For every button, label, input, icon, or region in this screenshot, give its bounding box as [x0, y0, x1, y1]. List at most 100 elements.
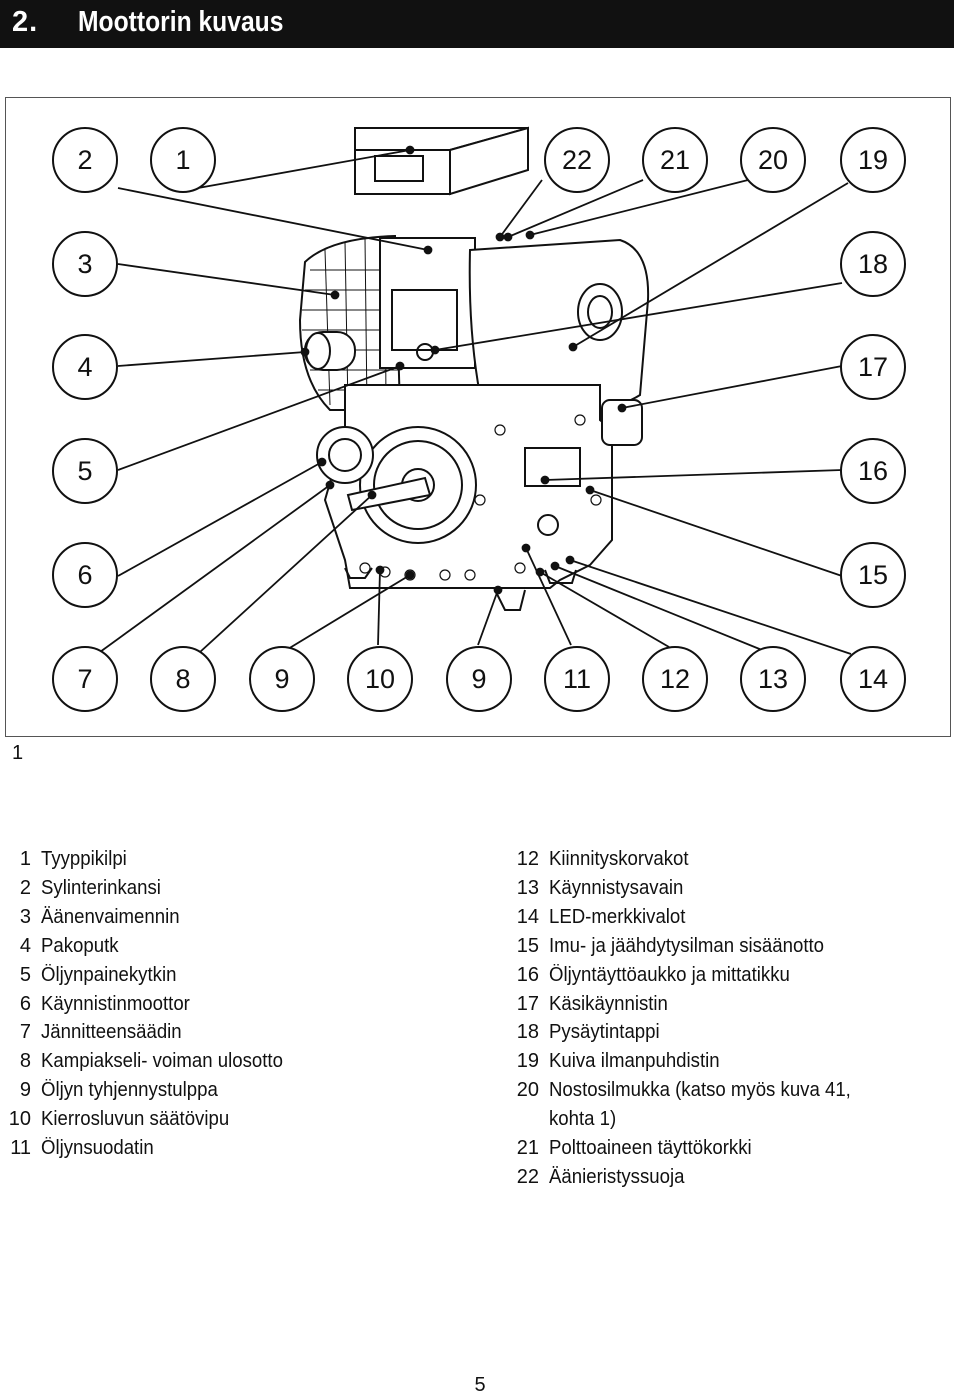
- legend-text: Öljynpainekytkin: [41, 963, 177, 986]
- legend-num: 15: [516, 934, 539, 957]
- legend-num: 20: [516, 1079, 539, 1102]
- callout-left-2: 4: [52, 334, 118, 400]
- legend-text: Nostosilmukka (katso myös kuva 41,: [549, 1079, 851, 1102]
- legend-num: 19: [516, 1050, 539, 1073]
- legend-item: 8 Kampiakseli- voiman ulosotto: [0, 1047, 301, 1076]
- legend-item: 5 Öljynpainekytkin: [0, 961, 301, 990]
- callout-right-2: 17: [840, 334, 906, 400]
- legend-num: 21: [516, 1137, 539, 1160]
- page-number: 5: [474, 1374, 486, 1396]
- callout-bottom-6: 11: [544, 646, 610, 712]
- legend-num: 9: [19, 1079, 31, 1102]
- legend-num: 22: [516, 1165, 539, 1188]
- legend-item: 16 Öljyntäyttöaukko ja mittatikku: [508, 961, 874, 990]
- callout-top-5: 20: [740, 127, 806, 193]
- callout-right-4: 15: [840, 542, 906, 608]
- legend-text: Kampiakseli- voiman ulosotto: [41, 1050, 283, 1073]
- callout-top-6: 19: [840, 127, 906, 193]
- legend-item: 12 Kiinnityskorvakot: [508, 845, 874, 874]
- legend-num: 5: [19, 963, 31, 986]
- legend-text: Öljynsuodatin: [41, 1137, 154, 1160]
- callout-left-4: 6: [52, 542, 118, 608]
- legend-text: Pysäytintappi: [549, 1021, 660, 1044]
- legend-text: Öljyntäyttöaukko ja mittatikku: [549, 963, 790, 986]
- legend-text: Kuiva ilmanpuhdistin: [549, 1050, 720, 1073]
- legend-item: 15 Imu- ja jäähdytysilman sisäänotto: [508, 932, 874, 961]
- legend-num: 14: [516, 905, 539, 928]
- legend-item: 1 Tyyppikilpi: [0, 845, 301, 874]
- legend-text: Sylinterinkansi: [41, 876, 161, 899]
- legend-text: Polttoaineen täyttökorkki: [549, 1137, 752, 1160]
- legend-num: 11: [10, 1137, 31, 1160]
- legend-text: Pakoputk: [41, 934, 119, 957]
- legend-num: 3: [19, 905, 31, 928]
- legend-text: Äänieristyssuoja: [549, 1165, 685, 1188]
- legend-item: 3 Äänenvaimennin: [0, 903, 301, 932]
- legend-item: 4 Pakoputk: [0, 932, 301, 961]
- legend-item: 21 Polttoaineen täyttökorkki: [508, 1134, 874, 1163]
- legend-text: Imu- ja jäähdytysilman sisäänotto: [549, 934, 825, 957]
- callout-left-3: 5: [52, 438, 118, 504]
- callout-right-1: 18: [840, 231, 906, 297]
- legend-text: Käynnistinmoottor: [41, 992, 190, 1015]
- legend-item: 10 Kierrosluvun säätövipu: [0, 1105, 301, 1134]
- callout-bottom-7: 12: [642, 646, 708, 712]
- legend-num: 12: [516, 848, 539, 870]
- legend-num: 10: [8, 1108, 31, 1131]
- legend-item: 9 Öljyn tyhjennystulppa: [0, 1076, 301, 1105]
- legend-item: 11 Öljynsuodatin: [0, 1134, 301, 1163]
- legend-item: 6 Käynnistinmoottor: [0, 990, 301, 1019]
- legend-item: 22 Äänieristyssuoja: [508, 1163, 874, 1192]
- legend-text: Tyyppikilpi: [41, 848, 127, 870]
- callout-top-2: 1: [150, 127, 216, 193]
- callout-right-3: 16: [840, 438, 906, 504]
- legend-item: kohta 1): [508, 1105, 874, 1134]
- legend-num: [508, 1105, 539, 1134]
- legend-text: kohta 1): [549, 1108, 617, 1131]
- legend-text: Käynnistysavain: [549, 876, 684, 899]
- legend-left: 1 Tyyppikilpi 2 Sylinterinkansi 3 Äänenvaim…: [0, 845, 301, 1163]
- legend-item: 13 Käynnistysavain: [508, 874, 874, 903]
- legend-item: 19 Kuiva ilmanpuhdistin: [508, 1047, 874, 1076]
- legend-text: Jännitteensäädin: [41, 1021, 182, 1044]
- legend-num: 4: [19, 934, 31, 957]
- legend-num: 17: [516, 992, 539, 1015]
- legend-item: 18 Pysäytintappi: [508, 1018, 874, 1047]
- figure-number: 1: [12, 742, 24, 764]
- legend-text: Äänenvaimennin: [41, 905, 180, 928]
- legend-num: 2: [19, 876, 31, 899]
- callout-bottom-8: 13: [740, 646, 806, 712]
- callout-bottom-1: 7: [52, 646, 118, 712]
- legend-item: 7 Jännitteensäädin: [0, 1018, 301, 1047]
- callout-bottom-9: 14: [840, 646, 906, 712]
- callout-left-1: 3: [52, 231, 118, 297]
- legend-text: Kiinnityskorvakot: [549, 848, 689, 870]
- legend-right: 12 Kiinnityskorvakot 13 Käynnistysavain 14…: [508, 845, 874, 1192]
- callout-bottom-3: 9: [249, 646, 315, 712]
- callout-bottom-5: 9: [446, 646, 512, 712]
- legend-num: 8: [19, 1050, 31, 1073]
- legend-item: 17 Käsikäynnistin: [508, 990, 874, 1019]
- callout-top-1: 2: [52, 127, 118, 193]
- legend-num: 18: [516, 1021, 539, 1044]
- legend-text: Öljyn tyhjennystulppa: [41, 1079, 218, 1102]
- section-header: 2. Moottorin kuvaus: [0, 0, 954, 48]
- callout-bottom-2: 8: [150, 646, 216, 712]
- legend-text: LED-merkkivalot: [549, 905, 686, 928]
- legend-num: 1: [19, 848, 31, 870]
- section-title: Moottorin kuvaus: [78, 6, 284, 38]
- callout-top-3: 22: [544, 127, 610, 193]
- callout-bottom-4: 10: [347, 646, 413, 712]
- legend-item: 20 Nostosilmukka (katso myös kuva 41,: [508, 1076, 874, 1105]
- callout-top-4: 21: [642, 127, 708, 193]
- legend-text: Kierrosluvun säätövipu: [41, 1108, 230, 1131]
- section-number: 2.: [12, 6, 39, 38]
- legend-text: Käsikäynnistin: [549, 992, 668, 1015]
- legend-num: 13: [516, 876, 539, 899]
- figure-frame: [5, 97, 951, 737]
- legend-num: 6: [19, 992, 31, 1015]
- legend-item: 2 Sylinterinkansi: [0, 874, 301, 903]
- legend-num: 16: [516, 963, 539, 986]
- legend-num: 7: [19, 1021, 31, 1044]
